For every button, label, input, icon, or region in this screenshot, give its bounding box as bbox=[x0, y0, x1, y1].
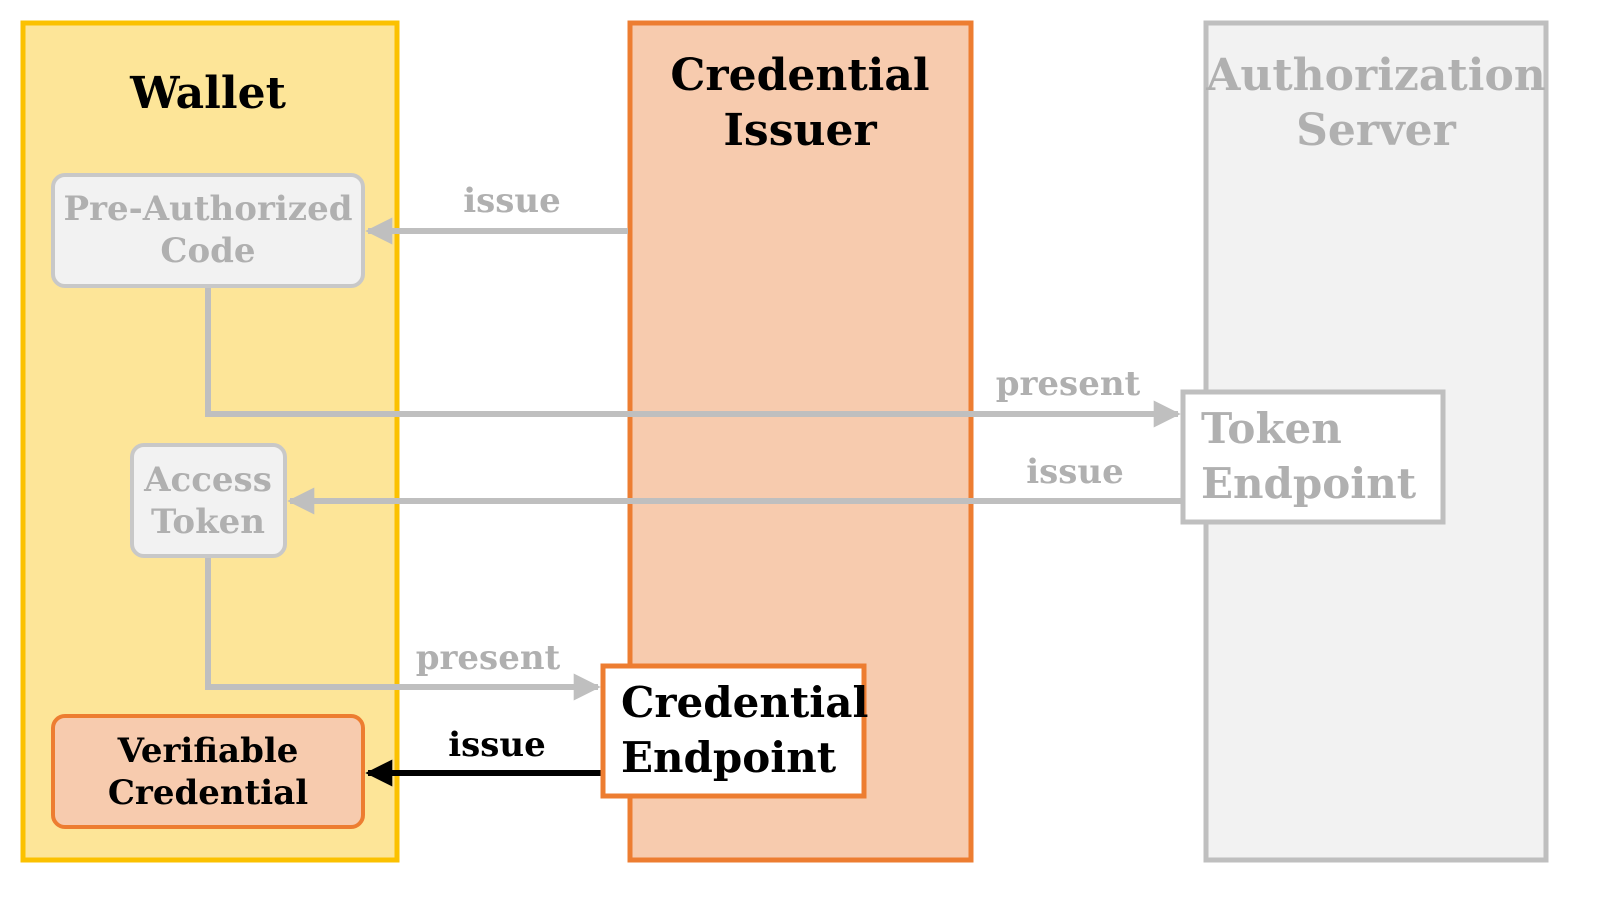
pre-authorized-code-line1: Pre-Authorized bbox=[64, 189, 353, 229]
pre-authorized-code-box bbox=[51, 173, 365, 288]
token-endpoint-line1: Token bbox=[1201, 404, 1342, 453]
present-token-label: present bbox=[416, 638, 561, 678]
present-token-arrow bbox=[205, 558, 601, 701]
token-endpoint-box bbox=[1180, 389, 1446, 525]
access-token-box bbox=[130, 443, 287, 558]
credential-endpoint-line1: Credential bbox=[621, 678, 868, 727]
token-endpoint-line2: Endpoint bbox=[1201, 459, 1417, 508]
auth-server-title-line1: Authorization bbox=[1205, 50, 1546, 101]
present-code-arrow bbox=[205, 288, 1181, 428]
present-code-label: present bbox=[996, 364, 1141, 404]
issue-credential-label: issue bbox=[448, 725, 546, 765]
wallet-title: Wallet bbox=[129, 68, 287, 119]
pre-authorized-code-line2: Code bbox=[160, 231, 255, 271]
access-token-line1: Access bbox=[143, 460, 272, 500]
verifiable-credential-box bbox=[51, 714, 365, 829]
credential-endpoint-line2: Endpoint bbox=[621, 733, 837, 782]
verifiable-credential-line2: Credential bbox=[108, 773, 308, 813]
issuer-title-line2: Issuer bbox=[723, 105, 877, 156]
issue-token-label: issue bbox=[1026, 452, 1124, 492]
access-token-line2: Token bbox=[151, 502, 265, 542]
credential-endpoint-box bbox=[600, 663, 867, 799]
issuer-title-line1: Credential bbox=[670, 50, 929, 101]
auth-server-title-line2: Server bbox=[1296, 105, 1457, 156]
issue-code-label: issue bbox=[463, 181, 561, 221]
verifiable-credential-line1: Verifiable bbox=[117, 731, 299, 771]
